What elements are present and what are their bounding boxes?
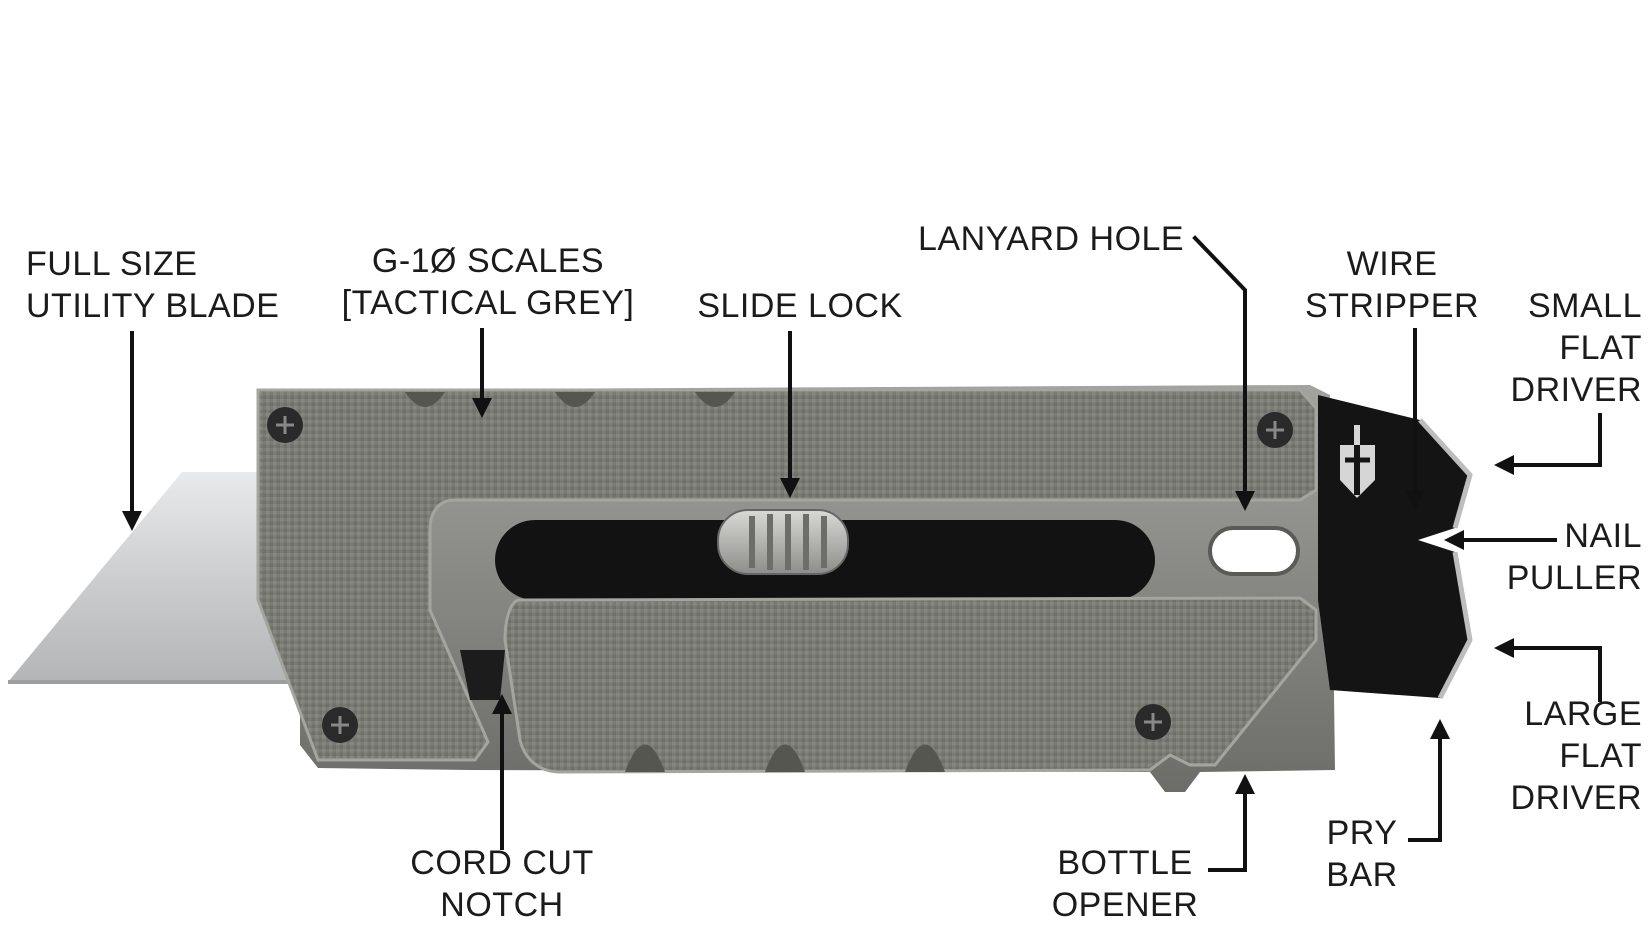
label-g10-scales: G-1Ø SCALES [TACTICAL GREY] — [341, 242, 635, 322]
screw-icon — [1135, 704, 1171, 740]
gerber-logo-icon — [1340, 425, 1375, 498]
label-full-size-utility-blade: FULL SIZE UTILITY BLADE — [26, 245, 280, 325]
label-large-flat-driver: LARGE FLAT DRIVER — [1510, 695, 1642, 817]
arrow-bottle-opener — [1208, 774, 1255, 872]
label-cord-cut-notch: CORD CUT NOTCH — [410, 844, 594, 924]
label-nail-puller: NAIL PULLER — [1506, 517, 1642, 597]
utility-blade — [8, 472, 300, 682]
arrow-lanyard-hole — [1192, 235, 1255, 511]
lanyard-hole — [1208, 526, 1300, 576]
label-small-flat-driver: SMALL FLAT DRIVER — [1510, 287, 1642, 409]
arrow-pry-bar — [1408, 719, 1450, 842]
label-lanyard-hole: LANYARD HOLE — [918, 220, 1185, 258]
screw-icon — [267, 407, 303, 443]
upper-g10-scale — [256, 388, 1318, 762]
lower-g10-scale — [503, 596, 1318, 774]
label-pry-bar: PRY BAR — [1326, 814, 1398, 894]
multi-tool-tip — [1318, 395, 1470, 698]
label-slide-lock: SLIDE LOCK — [697, 287, 903, 325]
slide-lock-button — [717, 509, 849, 575]
cord-cut-notch — [460, 650, 505, 700]
screw-icon — [322, 707, 358, 743]
label-bottle-opener: BOTTLE OPENER — [1051, 844, 1199, 924]
arrow-large-flat-driver — [1494, 638, 1602, 702]
arrow-small-flat-driver — [1494, 413, 1602, 475]
label-wire-stripper: WIRE STRIPPER — [1304, 245, 1480, 325]
screw-icon — [1257, 412, 1293, 448]
